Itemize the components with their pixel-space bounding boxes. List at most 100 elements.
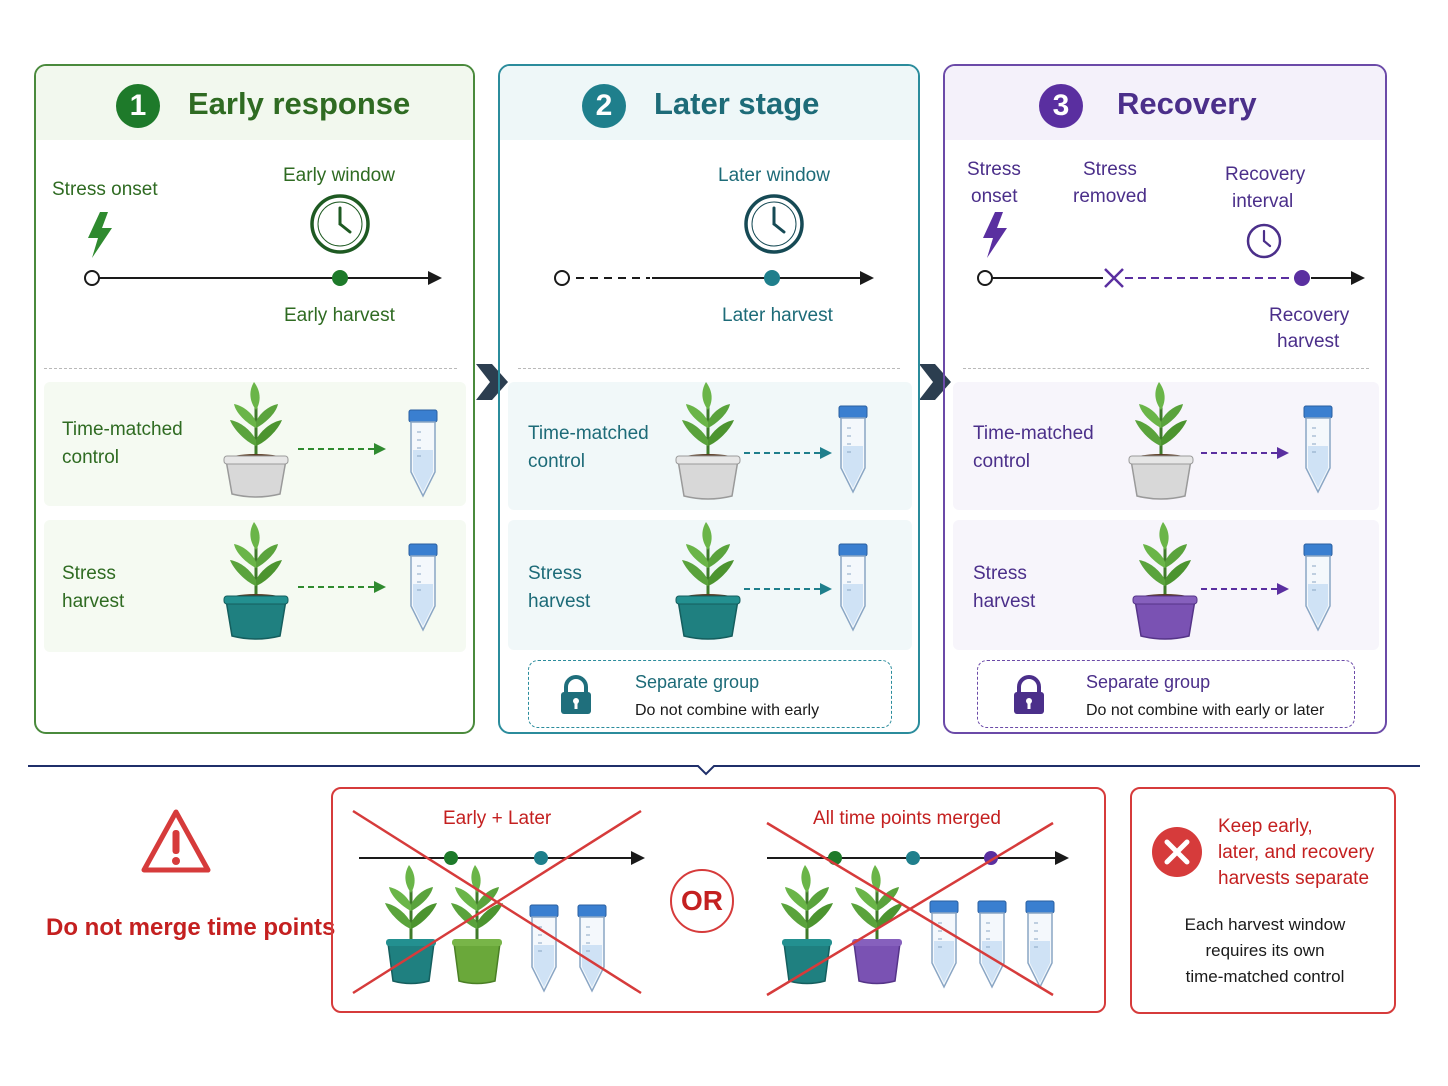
sample-tube-icon (838, 405, 868, 493)
separate-group-note: Separate group Do not combine with early… (977, 660, 1355, 728)
step-number-badge: 3 (1039, 84, 1083, 128)
later-window-label: Later window (718, 165, 830, 186)
panel-title: Later stage (654, 86, 820, 121)
clock-icon (744, 194, 804, 254)
rule-box: Keep early, later, and recovery harvests… (1130, 787, 1396, 1014)
divider (963, 368, 1369, 369)
panel-header: 3 Recovery (945, 66, 1385, 140)
stress-removed-mark (1104, 268, 1124, 288)
panel-recovery: 3 Recovery Stress onset Stress removed R… (943, 64, 1387, 734)
stress-removed-label-line1: Stress (1083, 159, 1137, 180)
sample-tube-icon (1303, 543, 1333, 631)
plant-pot-icon (223, 520, 289, 640)
example2-label: All time points merged (813, 808, 1001, 829)
stress-onset-label: Stress onset (52, 179, 158, 200)
divider (518, 368, 900, 369)
lightning-icon (983, 212, 1007, 258)
sample-tube-icon (838, 543, 868, 631)
dashed-arrow (1201, 447, 1289, 459)
step-number-badge: 1 (116, 84, 160, 128)
lightning-icon (88, 212, 112, 258)
stress-row: Stress harvest (953, 520, 1379, 650)
control-row: Time-matched control (953, 380, 1379, 510)
separate-group-note: Separate group Do not combine with early (528, 660, 892, 728)
plant-pot-icon (675, 520, 741, 640)
cross-out-mark (352, 809, 642, 995)
rule-text-line2: requires its own (1205, 941, 1325, 960)
stress-row: Stress harvest (508, 520, 912, 650)
sample-tube-icon (408, 543, 438, 631)
example1-label: Early + Later (443, 808, 552, 829)
timeline (84, 270, 442, 286)
stress-onset-label-line2: onset (971, 186, 1018, 207)
panel-early-response: 1 Early response Stress onset Early wind… (34, 64, 475, 734)
panel-title: Early response (188, 86, 411, 121)
divider (44, 368, 457, 369)
stress-label-line2: harvest (528, 591, 591, 612)
rule-title-line1: Keep early, (1218, 816, 1313, 837)
stress-label-line1: Stress (528, 563, 582, 584)
stress-label-line1: Stress (62, 563, 116, 584)
recovery-interval-label-line2: interval (1232, 191, 1294, 212)
plant-pot-icon (449, 863, 505, 985)
later-harvest-point (764, 270, 780, 286)
recovery-harvest-label-line2: harvest (1277, 331, 1340, 352)
dashed-arrow (298, 581, 386, 593)
stress-label-line1: Stress (973, 563, 1027, 584)
dashed-arrow (744, 447, 832, 459)
or-badge: OR (670, 869, 734, 933)
plant-pot-icon (1132, 520, 1198, 640)
panel-header: 1 Early response (36, 66, 473, 140)
stress-onset-label-line1: Stress (967, 159, 1021, 180)
rule-title-line3: harvests separate (1218, 868, 1370, 889)
dashed-arrow (1201, 583, 1289, 595)
sample-tube-icon (1303, 405, 1333, 493)
lock-icon (561, 675, 591, 714)
panel-later-stage: 2 Later stage Later window Later harvest… (498, 64, 920, 734)
merge-examples-box: Early + Later OR All time points merged (331, 787, 1106, 1013)
early-harvest-label: Early harvest (284, 305, 395, 326)
step-number-badge: 2 (582, 84, 626, 128)
lock-title: Separate group (635, 672, 760, 692)
control-label-line2: control (62, 447, 120, 468)
lock-icon (1014, 675, 1044, 714)
early-harvest-point (332, 270, 348, 286)
recovery-harvest-label-line1: Recovery (1269, 305, 1350, 326)
control-row: Time-matched control (508, 380, 912, 510)
rule-text-line1: Each harvest window (1184, 915, 1346, 934)
plant-pot-icon (383, 863, 439, 985)
plant-pot-icon (223, 380, 289, 498)
stress-removed-label-line2: removed (1073, 186, 1147, 207)
control-row: Time-matched control (44, 380, 466, 506)
cross-out-mark (766, 821, 1054, 997)
control-label-line1: Time-matched (528, 423, 649, 444)
sample-tube-icon (408, 409, 438, 497)
control-label-line2: control (973, 451, 1031, 472)
stress-row: Stress harvest (44, 520, 466, 652)
rule-title-line2: later, and recovery (1218, 842, 1375, 863)
panel-header: 2 Later stage (500, 66, 918, 140)
next-step-arrow-icon (476, 364, 508, 400)
warning-text: Do not merge time points (46, 914, 336, 941)
panel-title: Recovery (1117, 86, 1257, 121)
warning-triangle-icon (141, 809, 211, 873)
later-harvest-label: Later harvest (722, 305, 833, 326)
recovery-interval-label-line1: Recovery (1225, 164, 1306, 185)
control-label-line1: Time-matched (973, 423, 1094, 444)
stress-label-line2: harvest (62, 591, 125, 612)
lock-title: Separate group (1086, 672, 1211, 692)
lock-text: Do not combine with early (635, 702, 820, 719)
plant-pot-icon (779, 863, 835, 985)
merged-timeline (359, 851, 645, 865)
early-window-label: Early window (283, 165, 395, 186)
dashed-arrow (298, 443, 386, 455)
plant-pot-icon (849, 863, 905, 985)
clock-icon (310, 194, 370, 254)
recovery-harvest-point (1294, 270, 1310, 286)
timeline (977, 268, 1365, 288)
plant-pot-icon (1128, 380, 1194, 500)
control-label-line1: Time-matched (62, 419, 183, 440)
stress-label-line2: harvest (973, 591, 1036, 612)
rule-text-line3: time-matched control (1185, 967, 1345, 986)
summary-bracket (28, 765, 1420, 776)
